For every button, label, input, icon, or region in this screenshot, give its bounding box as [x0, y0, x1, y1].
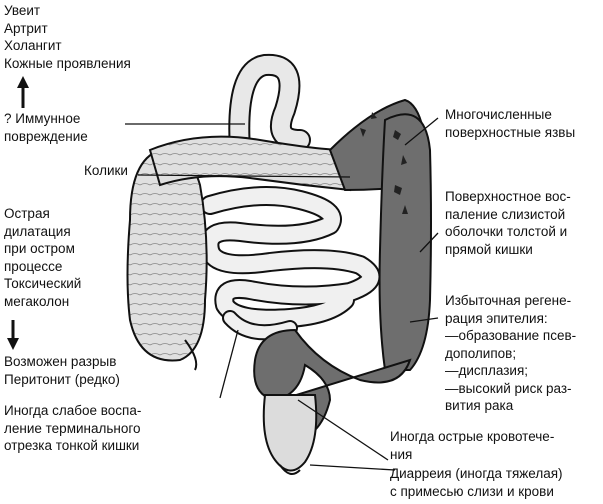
- down-arrow-icon: [7, 320, 19, 350]
- label-ulcers: Многочисленные поверхностные язвы: [445, 107, 576, 140]
- label-systemic: Увеит Артрит Холангит Кожные проявления: [4, 3, 131, 71]
- label-immune: ? Иммунное повреждение: [4, 111, 88, 144]
- label-dilatation: Острая дилатация при остром процессе Ток…: [4, 206, 82, 309]
- label-bleeding: Иногда острые кровотече- ния: [390, 429, 555, 462]
- appendix: [184, 339, 198, 371]
- label-colic: Колики: [84, 163, 128, 178]
- label-mucosa: Поверхностное вос- паление слизистой обо…: [445, 189, 571, 257]
- ascending-colon: [126, 148, 208, 371]
- label-ileum: Иногда слабое воспа- ление терминального…: [4, 403, 142, 453]
- label-rupture: Возможен разрыв Перитонит (редко): [4, 354, 120, 387]
- up-arrow-icon: [17, 76, 29, 108]
- descending-colon: [360, 112, 432, 371]
- small-intestine: [199, 53, 381, 341]
- sigmoid-rectum: [253, 328, 412, 475]
- rectum: [262, 394, 318, 472]
- label-diarrhea: Диарреия (иногда тяжелая) с примесью сли…: [390, 466, 563, 499]
- leader-lines: [125, 117, 439, 471]
- label-regeneration: Избыточная регене- рация эпителия: —обра…: [445, 293, 577, 413]
